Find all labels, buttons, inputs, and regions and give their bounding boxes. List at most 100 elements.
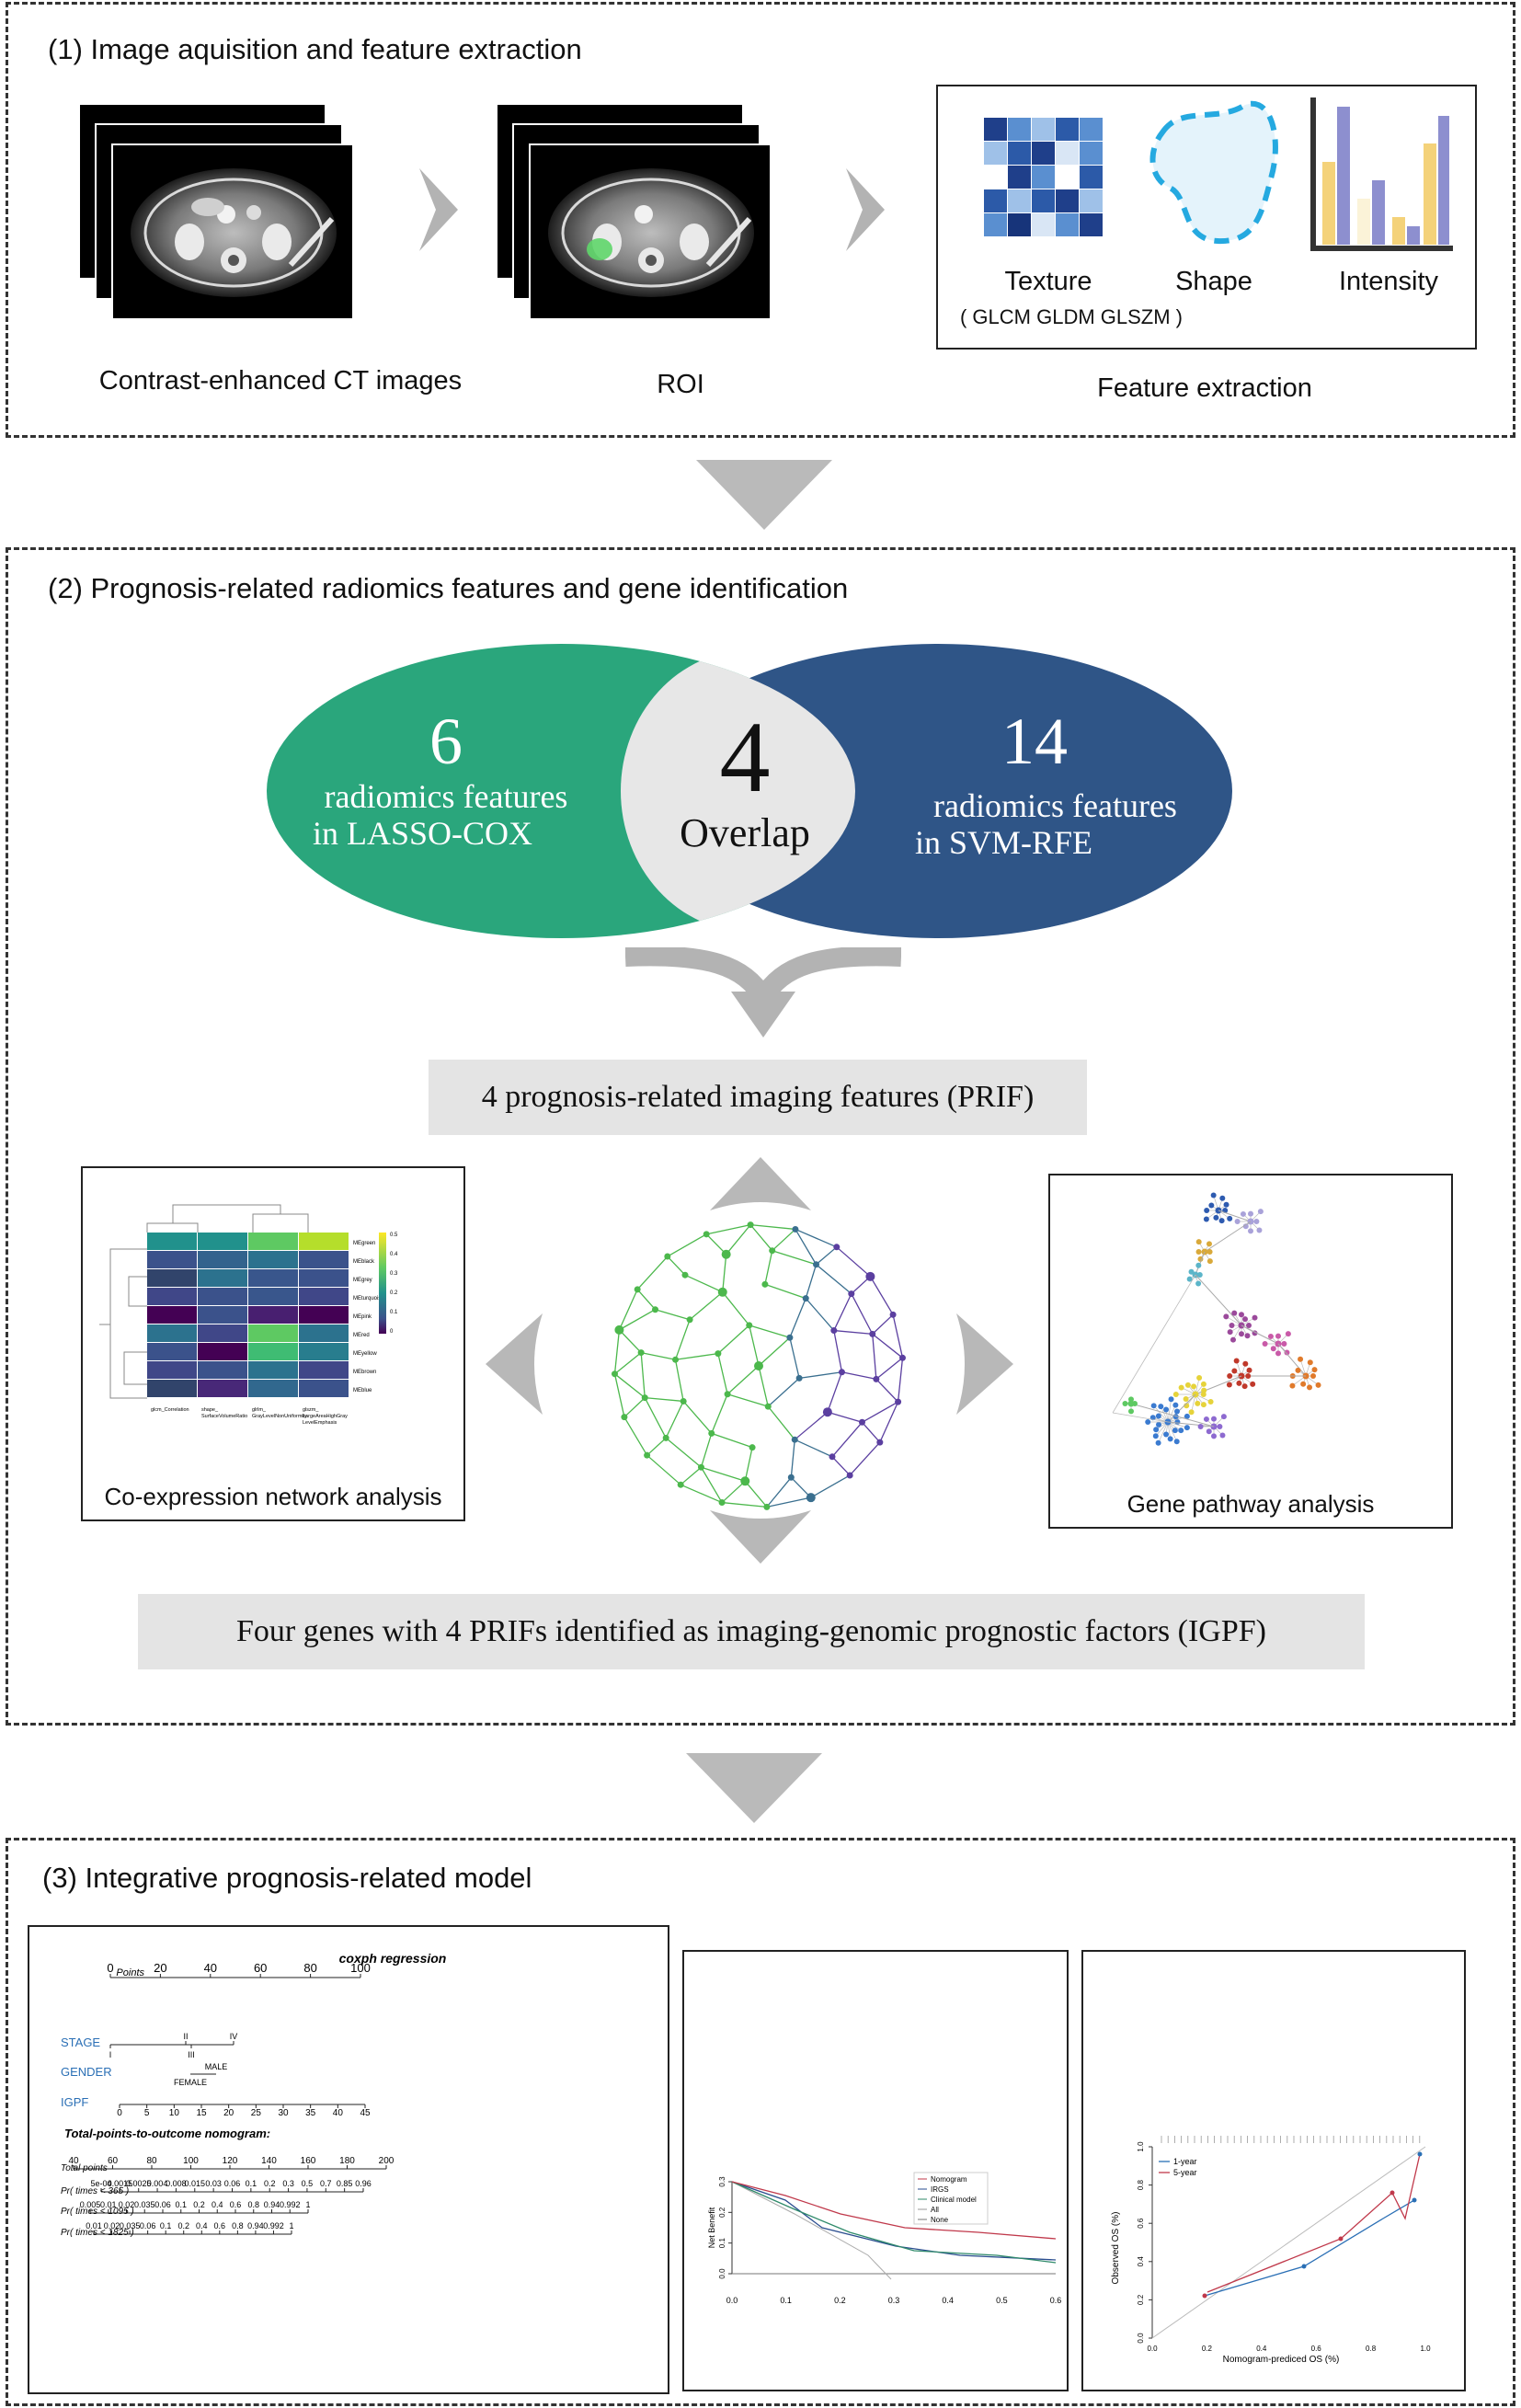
pathway-node — [1234, 1219, 1241, 1224]
pathway-node — [1204, 1208, 1210, 1213]
pr1825-tick-label: 0.1 — [160, 2221, 172, 2230]
nomogram-pr1095-label: Pr( times < 1095 ) — [61, 2207, 134, 2217]
pathway-edge — [1195, 1274, 1242, 1326]
pathway-node — [1307, 1384, 1313, 1391]
pathway-edge — [1153, 1405, 1169, 1423]
dca-legend-label: None — [931, 2216, 949, 2224]
network-edge — [684, 1274, 724, 1293]
network-node — [764, 1403, 772, 1410]
network-edge — [749, 1324, 791, 1338]
pathway-edge — [1167, 1416, 1187, 1423]
igpf-tick-label: 45 — [360, 2108, 371, 2118]
venn-left-number: 6 — [429, 705, 463, 778]
heatmap-cell — [248, 1233, 298, 1250]
pathway-node — [1257, 1209, 1264, 1215]
pr1825-tick-label: 0.8 — [232, 2221, 244, 2230]
network-edge — [674, 1359, 684, 1402]
network-edge — [790, 1439, 795, 1478]
network-edge — [758, 1336, 791, 1367]
network-edge — [794, 1411, 829, 1440]
pathway-node — [1275, 1333, 1281, 1339]
network-edge — [636, 1289, 656, 1311]
pr365-tick-label: 0.96 — [355, 2179, 372, 2188]
venn-right-number: 14 — [1001, 705, 1068, 778]
igpf-tick-label: 20 — [223, 2108, 234, 2118]
pr365-tick-label: 0.7 — [320, 2179, 332, 2188]
pathway-node — [1219, 1195, 1226, 1201]
texture-cell — [984, 118, 1007, 141]
pr1095-tick-label: 0.992 — [280, 2200, 301, 2209]
network-edge — [717, 1353, 728, 1394]
dca-clinical-line — [731, 2181, 1057, 2264]
pathway-node — [1242, 1360, 1249, 1367]
points-tick-label: 0 — [107, 1961, 113, 1975]
texture-cell — [1008, 118, 1031, 141]
pr1095-tick-label: 0.2 — [193, 2200, 205, 2209]
pr1095-tick-label: 0.02 — [119, 2200, 135, 2209]
network-node — [612, 1370, 619, 1378]
total-tick-label: 80 — [146, 2156, 157, 2166]
network-node — [873, 1375, 880, 1382]
calib-y-tick-label: 0.0 — [1137, 2333, 1145, 2344]
stage-tick-label: II — [183, 2032, 188, 2041]
network-edge — [706, 1223, 751, 1235]
pr365-tick-label: 0.0015 — [108, 2179, 133, 2188]
heatmap-cell — [248, 1306, 298, 1324]
pathway-node — [1246, 1323, 1252, 1328]
network-edge — [862, 1401, 898, 1423]
heatmap-cell — [248, 1251, 298, 1268]
texture-cell — [1008, 189, 1031, 212]
pathway-node — [1195, 1280, 1202, 1287]
gene-pathway-label: Gene pathway analysis — [1126, 1490, 1375, 1518]
texture-cell — [1056, 142, 1079, 165]
calib-legend-label: 1-year — [1173, 2157, 1197, 2166]
network-edge — [722, 1291, 750, 1326]
points-tick-label: 100 — [350, 1961, 371, 1975]
pathway-edge — [1112, 1274, 1196, 1414]
network-edge — [749, 1224, 773, 1252]
pathway-node — [1284, 1349, 1290, 1356]
network-edge — [636, 1256, 669, 1290]
pathway-node — [1178, 1428, 1184, 1434]
heatmap-cell — [147, 1361, 197, 1379]
network-edge — [766, 1496, 811, 1508]
network-node — [724, 1391, 731, 1398]
pr1095-tick-label: 0.1 — [175, 2200, 187, 2209]
pathway-node — [1207, 1258, 1213, 1265]
venn-right-line2: in SVM-RFE — [915, 824, 1093, 861]
network-node — [641, 1394, 648, 1402]
total-tick-label: 60 — [108, 2156, 119, 2166]
heatmap-cell — [248, 1343, 298, 1360]
pathway-node — [1207, 1249, 1213, 1255]
pr365-tick-label: 0.03 — [205, 2179, 222, 2188]
pathway-node — [1315, 1382, 1321, 1388]
calib-legend-label: 5-year — [1173, 2168, 1197, 2177]
texture-cell — [1008, 166, 1031, 189]
dca-legend-label: IRGS — [931, 2185, 949, 2194]
network-edge — [879, 1401, 899, 1443]
heatmap-cell — [299, 1269, 349, 1287]
heatmap-row-label: MEgrey — [353, 1278, 372, 1283]
arrow-right-icon — [956, 1313, 1013, 1415]
network-node — [652, 1306, 659, 1313]
texture-cell — [1056, 166, 1079, 189]
total-tick-label: 140 — [261, 2156, 277, 2166]
network-node — [721, 1249, 731, 1259]
gene-pathway-network — [1112, 1192, 1321, 1446]
network-edge — [869, 1276, 894, 1315]
pathway-node — [1186, 1276, 1193, 1282]
texture-label: Texture — [1004, 267, 1092, 296]
network-edge — [623, 1416, 648, 1456]
pathway-node — [1307, 1359, 1313, 1366]
pathway-node — [1200, 1392, 1207, 1397]
network-edge — [805, 1298, 835, 1331]
nomogram-total-title: Total-points-to-outcome nomogram: — [64, 2127, 270, 2140]
network-edge — [619, 1309, 656, 1331]
pathway-node — [1173, 1439, 1180, 1445]
network-edge — [790, 1476, 812, 1498]
network-edge — [623, 1397, 646, 1418]
network-edge — [875, 1357, 903, 1380]
network-node — [858, 1418, 865, 1426]
texture-cell — [984, 166, 1007, 189]
